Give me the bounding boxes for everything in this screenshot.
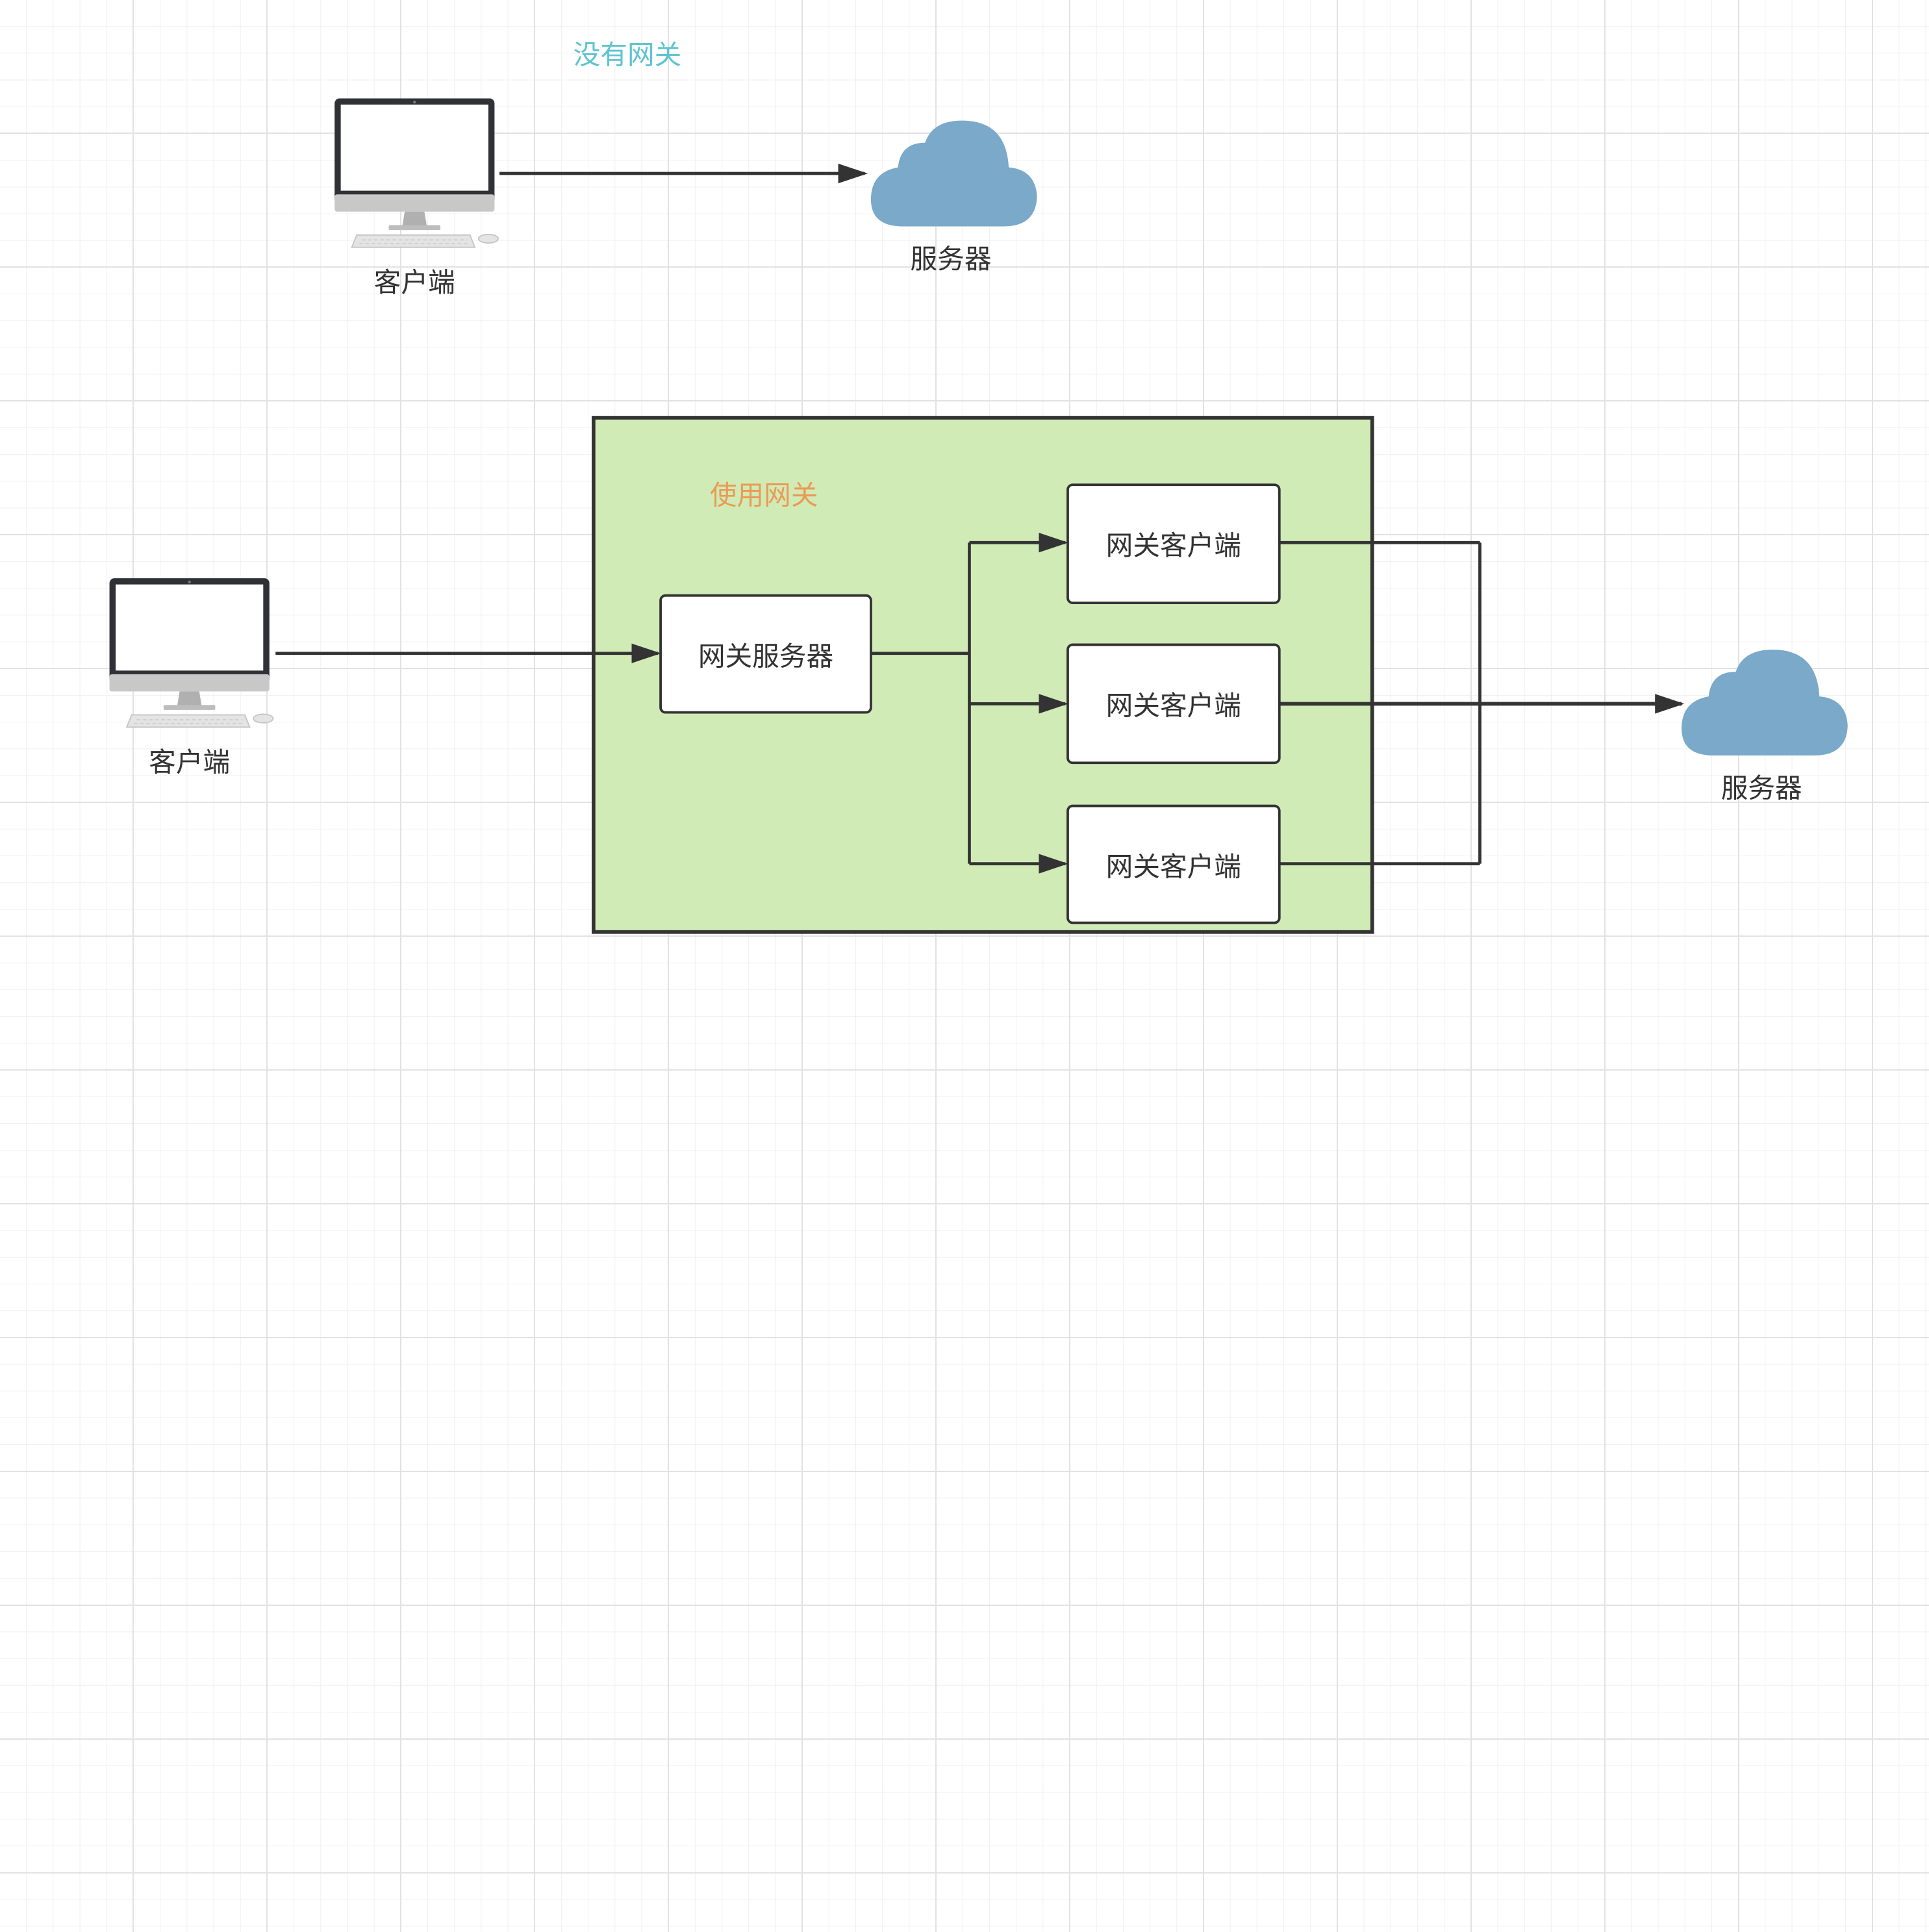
desktop-computer-icon: [334, 98, 499, 248]
cloud-icon: [1682, 650, 1848, 756]
bottom-client-label: 客户端: [149, 748, 231, 779]
no-gateway-title: 没有网关: [573, 40, 682, 71]
top-server-label: 服务器: [910, 244, 992, 276]
gateway-server-label: 网关服务器: [698, 641, 834, 673]
gateway-client-label: 网关客户端: [1105, 691, 1242, 722]
gateway-client-node-3: 网关客户端: [1066, 804, 1281, 924]
gateway-client-node-1: 网关客户端: [1066, 483, 1281, 604]
gateway-client-label: 网关客户端: [1105, 531, 1242, 563]
cloud-icon: [870, 120, 1037, 227]
connectors: [275, 163, 1685, 874]
top-client-label: 客户端: [373, 268, 455, 299]
gateway-server-node: 网关服务器: [659, 594, 872, 714]
desktop-computer-icon: [109, 578, 274, 728]
gateway-client-node-2: 网关客户端: [1066, 643, 1281, 765]
bottom-server-label: 服务器: [1721, 774, 1802, 805]
with-gateway-title: 使用网关: [709, 481, 818, 512]
gateway-client-label: 网关客户端: [1105, 852, 1242, 883]
